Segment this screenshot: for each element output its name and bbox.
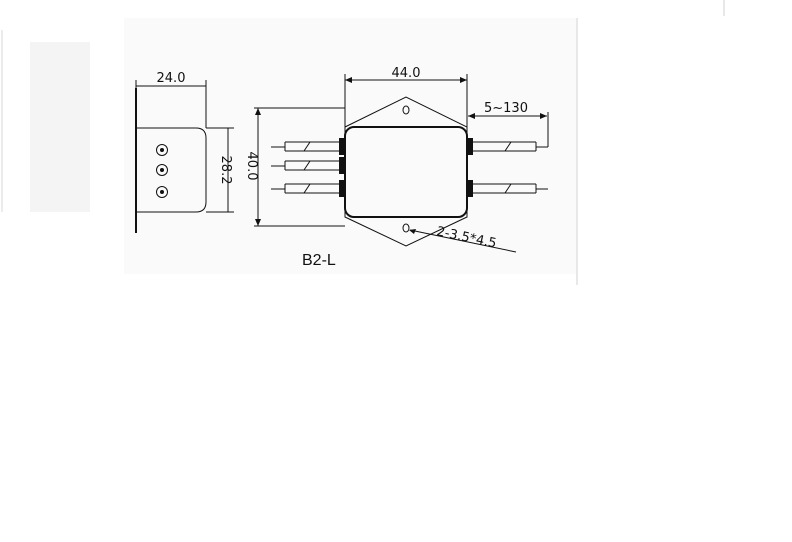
dimension-side-depth: 24.0 — [135, 71, 207, 128]
dimension-side-height: 28.2 — [206, 127, 234, 213]
model-label: B2-L — [302, 252, 336, 269]
dimension-total-height: 40.0 — [244, 107, 345, 227]
left-leads — [271, 138, 345, 197]
dimension-total-height-label: 40.0 — [244, 152, 259, 181]
scan-left-shade — [30, 42, 90, 212]
dimension-body-width: 44.0 — [344, 66, 468, 127]
dimension-body-width-label: 44.0 — [392, 66, 421, 81]
right-leads — [467, 138, 548, 197]
side-terminal — [156, 164, 168, 176]
dimension-side-depth-label: 24.0 — [157, 71, 186, 86]
side-terminal — [156, 144, 168, 156]
dimension-side-height-label: 28.2 — [218, 156, 233, 185]
side-terminal — [156, 186, 168, 198]
side-view: 24.0 28.2 — [135, 71, 234, 233]
scan-background — [124, 18, 578, 274]
mount-hole-top — [402, 105, 410, 115]
mount-hole-bottom — [402, 223, 410, 233]
mounting-flange — [344, 96, 468, 247]
dimension-lead-length: 5~130 — [466, 101, 549, 147]
dimension-lead-length-label: 5~130 — [484, 101, 528, 116]
